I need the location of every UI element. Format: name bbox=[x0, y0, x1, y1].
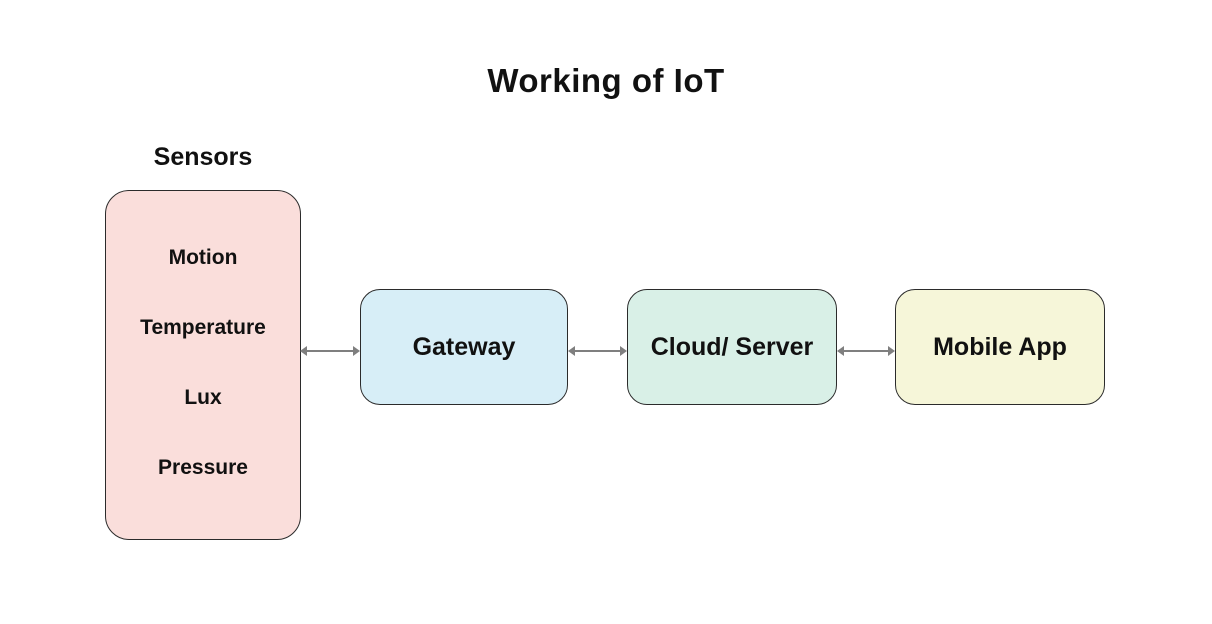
sensor-item-temperature: Temperature bbox=[140, 316, 266, 339]
node-gateway: Gateway bbox=[360, 289, 568, 405]
bidirectional-arrow-cloud-mobile bbox=[837, 346, 895, 356]
node-mobile-app: Mobile App bbox=[895, 289, 1105, 405]
bidirectional-arrow-sensors-gateway bbox=[300, 346, 360, 356]
bidirectional-arrow-gateway-cloud bbox=[568, 346, 627, 356]
sensors-group-label: Sensors bbox=[153, 143, 253, 171]
sensor-item-pressure: Pressure bbox=[158, 456, 248, 479]
diagram-title: Working of IoT bbox=[487, 62, 725, 99]
node-cloud-server: Cloud/ Server bbox=[627, 289, 837, 405]
sensor-item-motion: Motion bbox=[168, 246, 238, 269]
sensors-box: Motion Temperature Lux Pressure bbox=[105, 190, 301, 540]
sensor-item-lux: Lux bbox=[184, 386, 222, 409]
